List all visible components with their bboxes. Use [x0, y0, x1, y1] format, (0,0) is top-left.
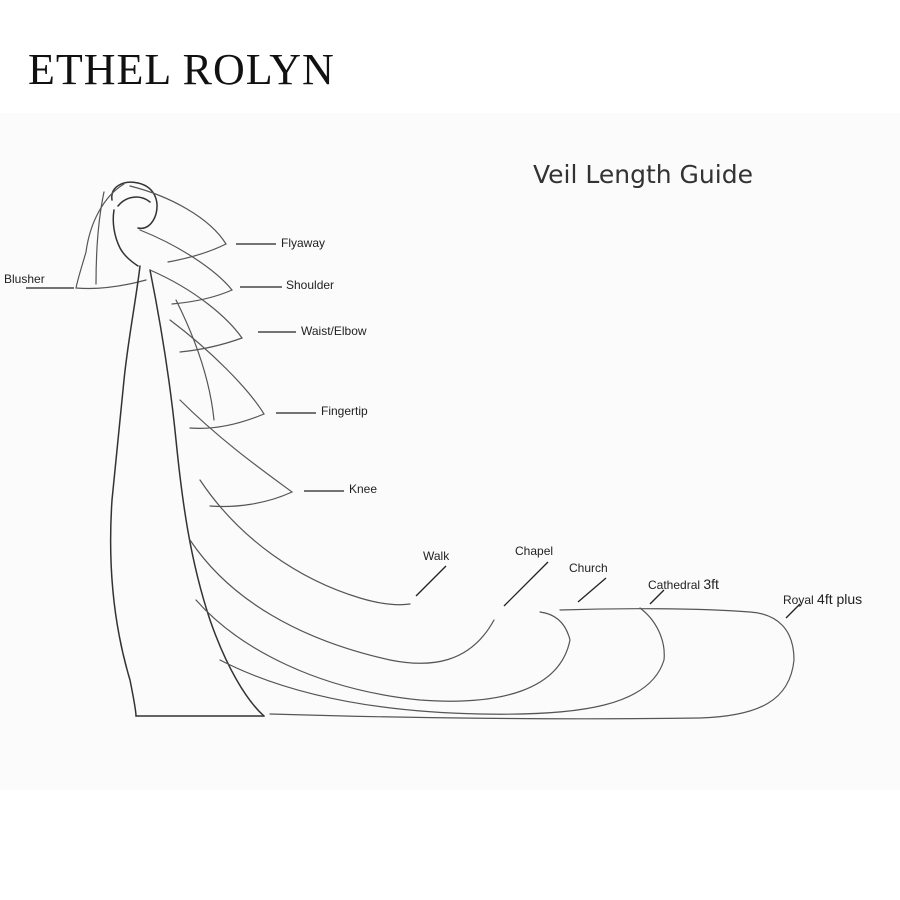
- veil-layers: [129, 185, 294, 508]
- train-church: [195, 599, 571, 702]
- label-waist-elbow: Waist/Elbow: [301, 324, 367, 338]
- train-cathedral: [219, 607, 665, 715]
- blusher-veil: [75, 183, 147, 290]
- label-cathedral: Cathedral 3ft: [648, 577, 719, 591]
- train-royal: [269, 608, 795, 720]
- label-leader-lines: [26, 243, 801, 619]
- label-shoulder: Shoulder: [286, 278, 335, 292]
- label-flyaway: Flyaway: [281, 236, 326, 250]
- label-cathedral-name: Cathedral: [648, 578, 701, 592]
- label-blusher: Blusher: [4, 272, 45, 286]
- diagram-title: Veil Length Guide: [533, 160, 753, 189]
- label-royal-name: Royal: [783, 593, 814, 607]
- label-fingertip: Fingertip: [321, 404, 368, 418]
- label-knee: Knee: [349, 482, 378, 496]
- train-chapel: [189, 539, 495, 664]
- label-walk: Walk: [423, 549, 450, 563]
- label-chapel: Chapel: [515, 544, 554, 558]
- label-cathedral-size: 3ft: [703, 576, 719, 592]
- label-royal: Royal 4ft plus: [783, 592, 862, 606]
- brand-logo-text: ETHEL ROLYN: [28, 45, 335, 94]
- label-church: Church: [569, 561, 608, 575]
- diagram-background: [0, 113, 900, 790]
- label-royal-size: 4ft plus: [817, 591, 863, 607]
- bride-head: [111, 181, 158, 267]
- dress-outline: [109, 265, 265, 717]
- train-walk: [199, 479, 411, 606]
